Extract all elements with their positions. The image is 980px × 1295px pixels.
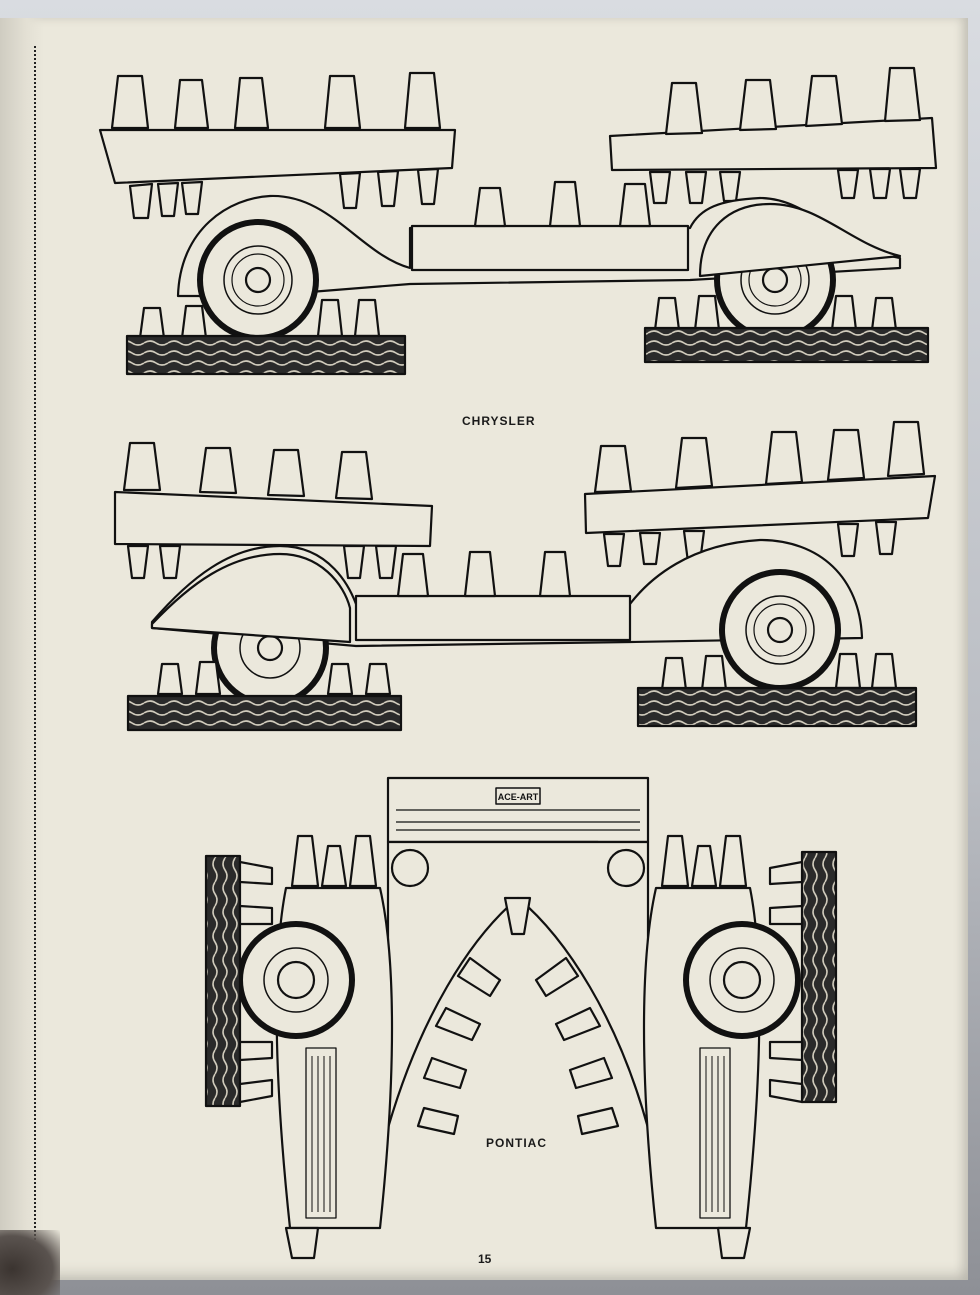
book-page: ACE-ART CHRYSLER PONTIAC 15 [0, 18, 968, 1280]
pontiac-wheel-left [237, 921, 355, 1039]
caption-pontiac: PONTIAC [486, 1136, 547, 1150]
caption-chrysler: CHRYSLER [462, 414, 536, 428]
chrysler-wheel-left [197, 219, 319, 341]
cutout-artwork: ACE-ART [98, 66, 938, 1260]
plate-label: ACE-ART [498, 792, 539, 802]
perforation-line [34, 46, 36, 1256]
mirror-wheel-right [719, 569, 841, 691]
chrysler-cutout [98, 66, 938, 376]
page-gutter [0, 18, 44, 1280]
pontiac-cutout [204, 776, 838, 1260]
page-number: 15 [478, 1252, 492, 1266]
pontiac-wheel-right [683, 921, 801, 1039]
chrysler-mirror-cutout [113, 420, 937, 732]
desk-shadow [0, 1230, 60, 1295]
